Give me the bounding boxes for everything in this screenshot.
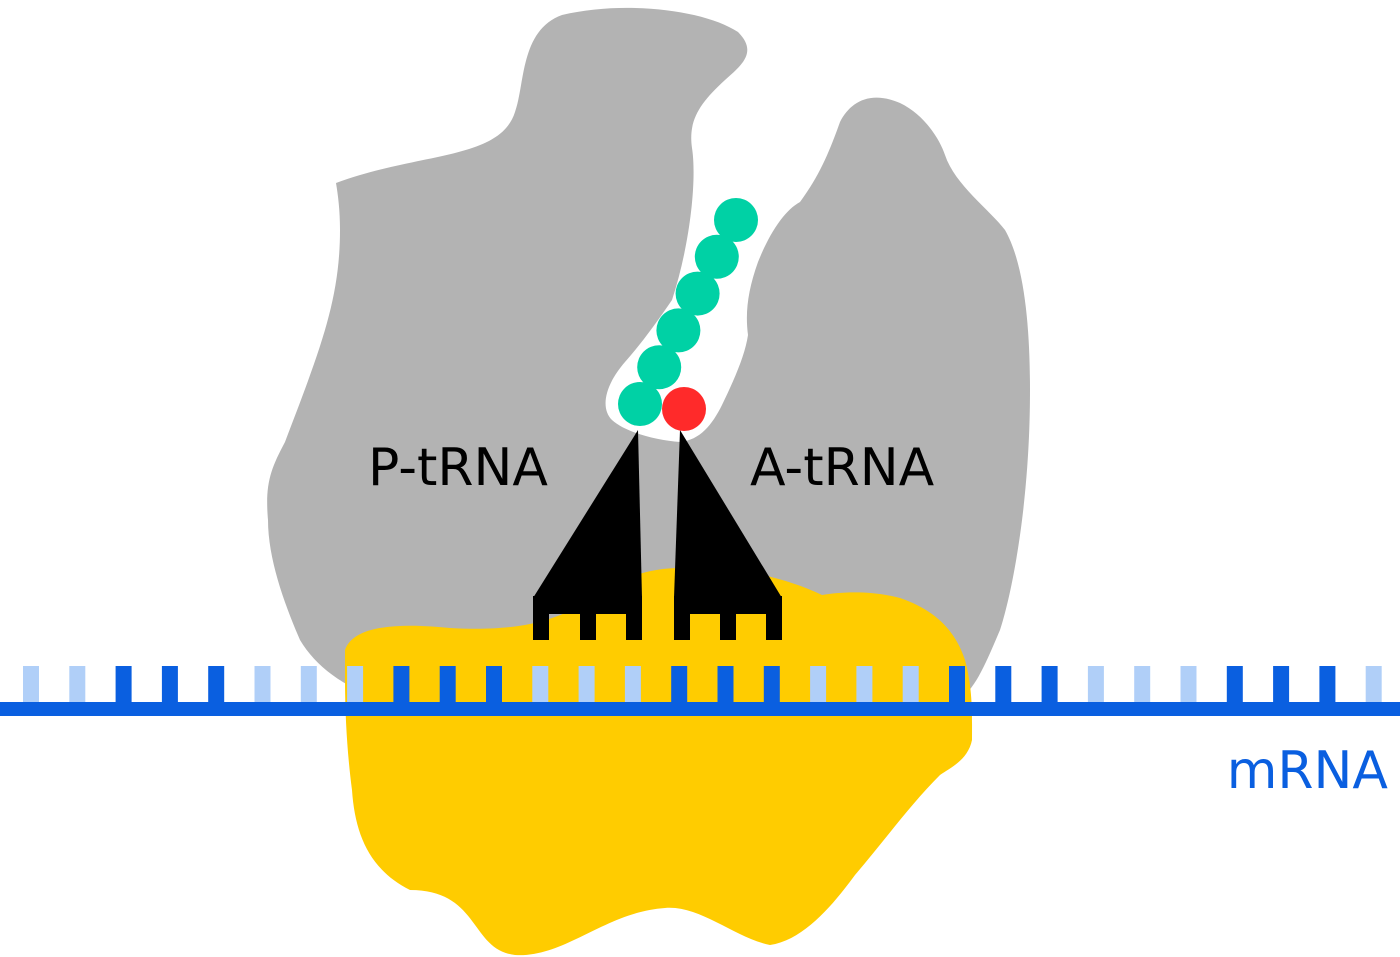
mrna-base xyxy=(439,666,456,704)
peptide-residue xyxy=(675,271,720,316)
large-subunit xyxy=(267,7,1031,725)
mrna-base xyxy=(1041,666,1058,704)
mrna-base xyxy=(115,666,132,704)
mrna-base xyxy=(161,666,178,704)
mrna-base xyxy=(578,666,595,704)
mrna-base xyxy=(69,666,86,704)
mrna-strand xyxy=(0,702,1400,716)
mrna-base xyxy=(1319,666,1336,704)
mrna-base xyxy=(208,666,225,704)
a-trna xyxy=(674,430,782,640)
mrna-base xyxy=(995,666,1012,704)
mrna-base xyxy=(347,666,364,704)
mrna-base xyxy=(902,666,919,704)
peptide-residue xyxy=(637,345,682,390)
mrna-base xyxy=(856,666,873,704)
mrna-base xyxy=(1226,666,1243,704)
mrna-base xyxy=(810,666,827,704)
mrna-base xyxy=(1365,666,1382,704)
peptide-residue xyxy=(694,234,739,279)
peptide-residue xyxy=(714,198,758,242)
mrna-base xyxy=(254,666,271,704)
new-amino-acid xyxy=(662,387,706,431)
p-site-label: P-tRNA xyxy=(368,438,548,498)
peptide-chain xyxy=(618,198,758,426)
peptide-residue xyxy=(618,382,662,426)
mrna-base xyxy=(300,666,317,704)
mrna-base xyxy=(532,666,549,704)
small-subunit xyxy=(345,567,973,956)
peptide-residue xyxy=(656,308,701,353)
mrna-base xyxy=(763,666,780,704)
mrna-base xyxy=(23,666,39,704)
mrna-base xyxy=(1087,666,1104,704)
mrna-bases xyxy=(23,666,1382,704)
mrna-label: mRNA xyxy=(1227,741,1389,801)
mrna-base xyxy=(624,666,641,704)
mrna-base xyxy=(393,666,410,704)
mrna-base xyxy=(1273,666,1290,704)
mrna-base xyxy=(717,666,734,704)
a-site-label: A-tRNA xyxy=(750,438,935,498)
mrna-base xyxy=(1134,666,1151,704)
p-trna xyxy=(533,430,642,640)
mrna-base xyxy=(1180,666,1197,704)
mrna-base xyxy=(671,666,688,704)
mrna-base xyxy=(949,666,965,704)
mrna-base xyxy=(486,666,502,704)
